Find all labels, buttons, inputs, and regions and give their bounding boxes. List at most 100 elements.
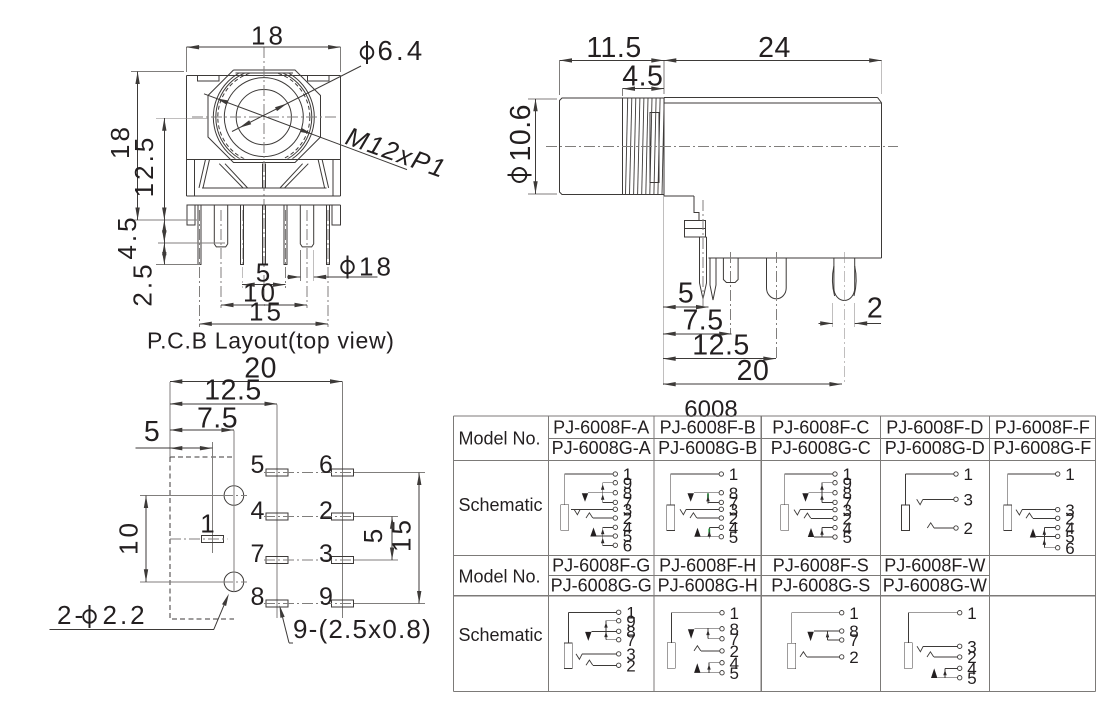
svg-text:3: 3 [729,501,738,520]
svg-text:7.5: 7.5 [197,402,238,434]
svg-text:2: 2 [319,497,333,525]
svg-text:PJ-6008F-S: PJ-6008F-S [773,556,869,576]
svg-text:PJ-6008F-B: PJ-6008F-B [660,417,756,437]
svg-text:2: 2 [843,510,852,529]
svg-text:10: 10 [243,278,278,308]
svg-text:12.5: 12.5 [204,374,261,406]
svg-text:15: 15 [249,297,284,327]
svg-text:7: 7 [729,494,738,513]
svg-text:10.6: 10.6 [505,104,537,161]
svg-text:2: 2 [626,657,635,676]
svg-text:7: 7 [849,631,858,650]
svg-text:1: 1 [843,465,852,484]
svg-text:4: 4 [251,497,265,525]
svg-text:4: 4 [623,519,632,538]
svg-text:18: 18 [359,252,394,282]
svg-text:2-: 2- [57,600,86,630]
svg-text:2: 2 [1065,510,1074,529]
svg-text:4: 4 [1065,519,1074,538]
svg-text:10: 10 [114,520,144,555]
svg-text:7: 7 [623,494,632,513]
svg-text:PJ-6008G-F: PJ-6008G-F [993,438,1091,458]
svg-text:20: 20 [244,352,277,384]
svg-text:2: 2 [849,648,858,667]
svg-text:7: 7 [626,631,635,650]
svg-text:1: 1 [967,604,976,623]
svg-text:5: 5 [678,278,694,310]
svg-text:1: 1 [626,604,635,623]
svg-text:5: 5 [730,664,739,683]
svg-text:2.2: 2.2 [103,600,148,630]
svg-text:P.C.B Layout(top view): P.C.B Layout(top view) [147,328,395,354]
svg-text:3: 3 [626,645,635,664]
svg-text:1: 1 [200,509,217,539]
svg-text:4: 4 [843,519,852,538]
svg-text:4.5: 4.5 [112,214,142,259]
svg-text:Schematic: Schematic [459,495,543,515]
svg-text:12.5: 12.5 [129,135,159,198]
svg-text:5: 5 [729,528,738,547]
svg-text:2: 2 [730,642,739,661]
svg-text:9-(2.5x0.8): 9-(2.5x0.8) [293,614,432,644]
svg-text:8: 8 [251,583,265,611]
svg-text:PJ-6008G-B: PJ-6008G-B [658,438,757,458]
svg-text:PJ-6008F-D: PJ-6008F-D [886,417,983,437]
svg-text:7: 7 [843,494,852,513]
svg-text:PJ-6008F-H: PJ-6008F-H [659,556,756,576]
svg-text:24: 24 [758,32,791,64]
svg-text:PJ-6008G-G: PJ-6008G-G [551,576,652,596]
svg-text:2.5: 2.5 [128,261,158,306]
svg-text:1: 1 [623,465,632,484]
svg-text:PJ-6008G-A: PJ-6008G-A [552,438,651,458]
svg-text:15: 15 [387,517,417,552]
svg-text:8: 8 [843,484,852,503]
svg-text:3: 3 [967,638,976,657]
svg-text:4.5: 4.5 [622,60,663,92]
svg-text:5: 5 [251,451,265,479]
svg-text:4: 4 [730,654,739,673]
svg-text:5: 5 [358,526,388,543]
svg-text:3: 3 [964,491,973,510]
svg-text:4: 4 [967,660,976,679]
svg-text:3: 3 [1065,501,1074,520]
svg-text:PJ-6008F-C: PJ-6008F-C [772,417,869,437]
svg-text:8: 8 [623,484,632,503]
svg-text:2: 2 [967,648,976,667]
svg-text:PJ-6008G-D: PJ-6008G-D [885,438,985,458]
svg-text:PJ-6008G-S: PJ-6008G-S [771,576,870,596]
svg-text:PJ-6008F-W: PJ-6008F-W [884,556,985,576]
svg-text:PJ-6008G-C: PJ-6008G-C [771,438,871,458]
svg-text:5: 5 [843,528,852,547]
svg-text:1: 1 [1065,465,1074,484]
svg-text:1: 1 [849,604,858,623]
svg-text:12.5: 12.5 [692,330,749,362]
svg-text:PJ-6008G-H: PJ-6008G-H [658,576,758,596]
svg-text:2: 2 [867,293,883,325]
svg-text:5: 5 [967,669,976,688]
svg-text:4: 4 [729,519,738,538]
svg-text:2: 2 [729,509,738,528]
svg-text:PJ-6008F-F: PJ-6008F-F [995,417,1090,437]
svg-text:5: 5 [256,258,273,288]
svg-text:9: 9 [623,474,632,493]
svg-text:8: 8 [729,484,738,503]
svg-text:5: 5 [144,416,160,448]
svg-text:3: 3 [319,540,333,568]
svg-text:Model No.: Model No. [459,429,541,449]
svg-text:18: 18 [251,21,286,51]
svg-text:3: 3 [623,501,632,520]
svg-text:20: 20 [737,355,770,387]
svg-text:2: 2 [964,519,973,538]
svg-text:8: 8 [849,622,858,641]
svg-text:9: 9 [626,612,635,631]
svg-text:11.5: 11.5 [586,32,641,64]
svg-text:1: 1 [729,465,738,484]
svg-text:7.5: 7.5 [682,305,723,337]
svg-text:5: 5 [623,527,632,546]
svg-text:8: 8 [626,623,635,642]
svg-text:3: 3 [843,501,852,520]
svg-text:8: 8 [730,620,739,639]
svg-text:Model No.: Model No. [459,567,541,587]
svg-text:7: 7 [251,540,265,568]
svg-text:6: 6 [319,451,333,479]
